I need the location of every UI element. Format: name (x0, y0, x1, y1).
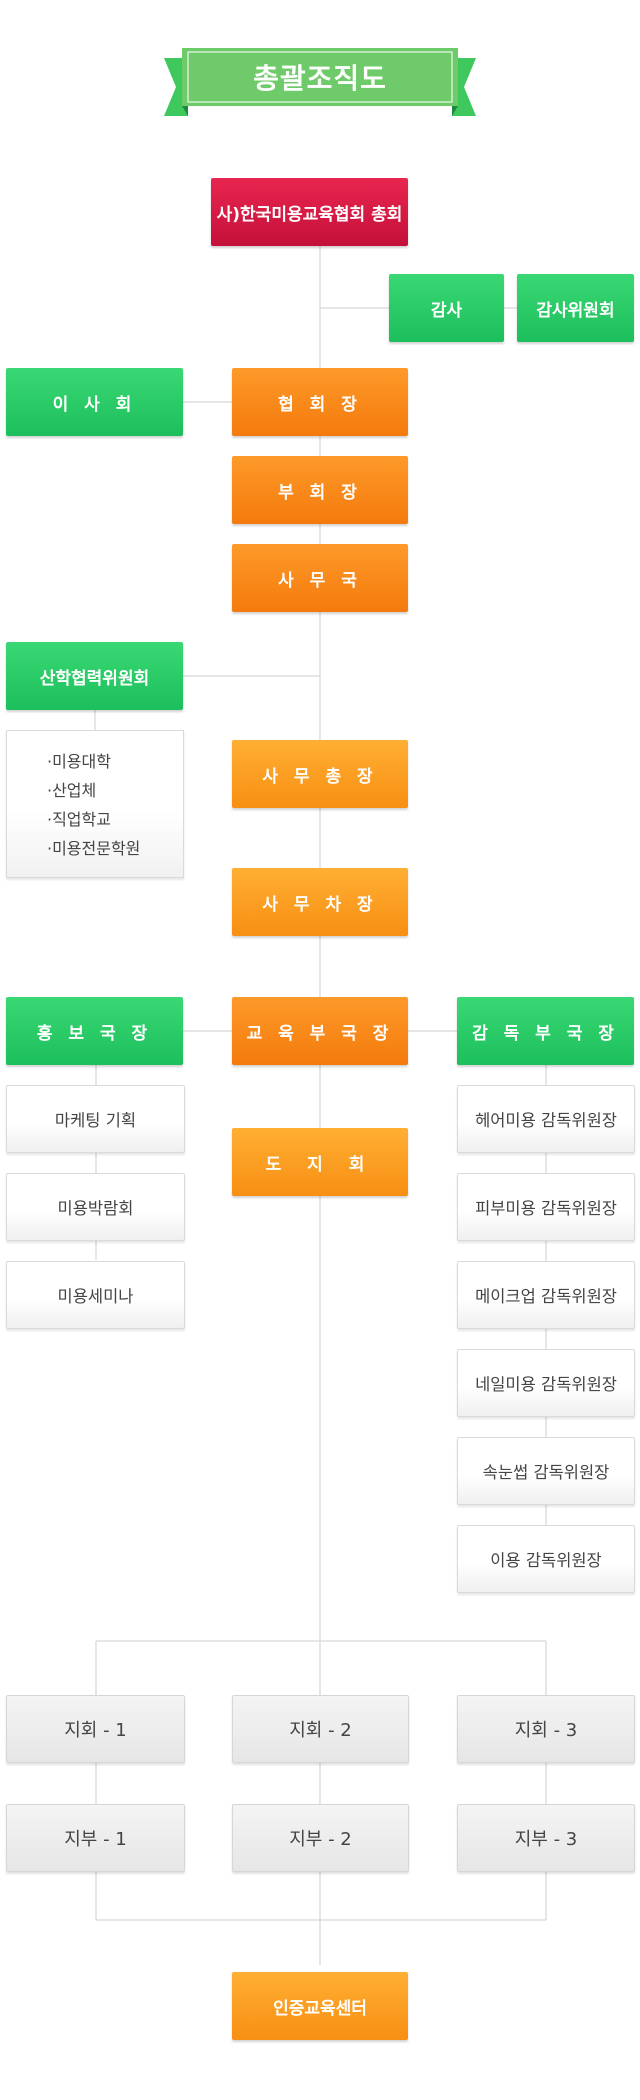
supervision-item-eyelash: 속눈썹 감독위원장 (457, 1437, 635, 1505)
pr-item-expo: 미용박람회 (6, 1173, 185, 1241)
partner-item: ·산업체 (47, 781, 97, 800)
partner-item: ·직업학교 (47, 810, 111, 829)
supervision-item-skin: 피부미용 감독위원장 (457, 1173, 635, 1241)
pr-director-box: 홍 보 국 장 (6, 997, 183, 1065)
supervision-item-barber: 이용 감독위원장 (457, 1525, 635, 1593)
supervision-item-nail: 네일미용 감독위원장 (457, 1349, 635, 1417)
board-box: 이 사 회 (6, 368, 183, 436)
industry-partners-list: ·미용대학 ·산업체 ·직업학교 ·미용전문학원 (6, 730, 184, 878)
supervision-director-box: 감 독 부 국 장 (457, 997, 634, 1065)
auditor-box: 감사 (389, 274, 504, 342)
title-banner: 총괄조직도 (160, 48, 480, 116)
deputy-secretary-box: 사 무 차 장 (232, 868, 408, 936)
general-assembly-box: 사)한국미용교육협회 총회 (211, 178, 408, 246)
president-box: 협 회 장 (232, 368, 408, 436)
secretariat-box: 사 무 국 (232, 544, 408, 612)
branch-1-box: 지회 - 1 (6, 1695, 185, 1763)
sub-branch-1-box: 지부 - 1 (6, 1804, 185, 1872)
regional-council-box: 도 지 회 (232, 1128, 408, 1196)
vice-president-box: 부 회 장 (232, 456, 408, 524)
sub-branch-3-box: 지부 - 3 (457, 1804, 635, 1872)
secretary-general-box: 사 무 총 장 (232, 740, 408, 808)
partner-item: ·미용대학 (47, 752, 111, 771)
branch-3-box: 지회 - 3 (457, 1695, 635, 1763)
audit-committee-box: 감사위원회 (517, 274, 634, 342)
page-title: 총괄조직도 (253, 62, 387, 95)
partner-item: ·미용전문학원 (47, 839, 141, 858)
sub-branch-2-box: 지부 - 2 (232, 1804, 409, 1872)
industry-committee-box: 산학협력위원회 (6, 642, 183, 710)
supervision-item-makeup: 메이크업 감독위원장 (457, 1261, 635, 1329)
branch-2-box: 지회 - 2 (232, 1695, 409, 1763)
edu-director-box: 교 육 부 국 장 (232, 997, 408, 1065)
pr-item-seminar: 미용세미나 (6, 1261, 185, 1329)
supervision-item-hair: 헤어미용 감독위원장 (457, 1085, 635, 1153)
cert-center-box: 인증교육센터 (232, 1972, 408, 2040)
ribbon-graphic (164, 48, 476, 116)
pr-item-marketing: 마케팅 기획 (6, 1085, 185, 1153)
